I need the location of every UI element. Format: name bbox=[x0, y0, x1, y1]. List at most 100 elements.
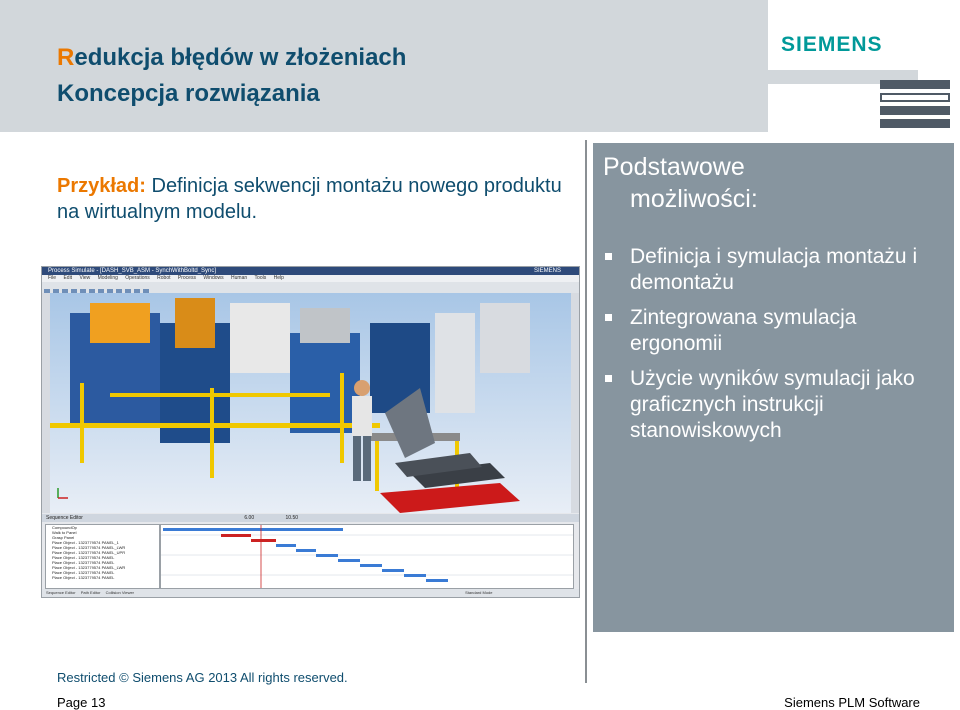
machine-block bbox=[480, 303, 530, 373]
gantt-bar bbox=[404, 574, 426, 577]
menu-item: Robot bbox=[157, 275, 171, 281]
list-item: Zintegrowana symulacja ergonomii bbox=[603, 305, 948, 357]
sequence-time-2: 10.50 bbox=[285, 515, 299, 521]
gantt-bar bbox=[382, 569, 404, 572]
gantt-bar bbox=[316, 554, 338, 557]
gantt-bar bbox=[276, 544, 296, 547]
bullet-square-icon bbox=[605, 314, 612, 321]
tree-item: Place Object - 1323779574 PANEL_LWR bbox=[52, 545, 126, 550]
safety-rail bbox=[80, 383, 84, 463]
toolbar-icon bbox=[89, 289, 95, 295]
bullet-text: Zintegrowana symulacja ergonomii bbox=[630, 306, 857, 355]
bullet-square-icon bbox=[605, 253, 612, 260]
gantt-bar bbox=[221, 534, 251, 537]
example-label: Przykład: bbox=[57, 175, 146, 197]
gantt-bar bbox=[163, 528, 343, 531]
gantt-chart bbox=[160, 524, 574, 589]
panel-heading: Podstawowe możliwości: bbox=[603, 151, 943, 215]
screenshot-window-title: Process Simulate - [DASH_SVB_ASM - Synch… bbox=[48, 268, 217, 274]
sequence-time-1: 6.00 bbox=[244, 515, 255, 521]
slide-subtitle: Koncepcja rozwiązania bbox=[57, 80, 320, 107]
tree-item: Place Object - 1323779574 PANEL bbox=[52, 555, 115, 560]
menu-item: Tools bbox=[254, 275, 267, 281]
toolbar-icon bbox=[107, 289, 113, 295]
gantt-bar bbox=[360, 564, 382, 567]
worker-head bbox=[354, 380, 370, 396]
slide-title-line1: Redukcja błędów w złożeniach bbox=[57, 44, 406, 72]
column-divider bbox=[585, 140, 587, 683]
table-leg bbox=[375, 441, 379, 491]
toolbar-icon bbox=[80, 289, 86, 295]
tree-item: Place Object - 1323779574 PANEL bbox=[52, 570, 115, 575]
software-screenshot: Process Simulate - [DASH_SVB_ASM - Synch… bbox=[41, 266, 580, 598]
gantt-bar bbox=[251, 539, 276, 542]
machine-block bbox=[90, 303, 150, 343]
toolbar-icon bbox=[116, 289, 122, 295]
copyright-notice: Restricted © Siemens AG 2013 All rights … bbox=[57, 670, 348, 685]
capabilities-list: Definicja i symulacja montażu i demontaż… bbox=[603, 244, 948, 453]
list-item: Definicja i symulacja montażu i demontaż… bbox=[603, 244, 948, 296]
worker-leg bbox=[353, 436, 361, 481]
machine-block bbox=[175, 298, 215, 348]
stripe bbox=[880, 119, 950, 128]
capabilities-panel bbox=[593, 143, 954, 632]
screenshot-left-toolbar bbox=[42, 293, 50, 513]
title-text: edukcja błędów w złożeniach bbox=[74, 44, 407, 71]
toolbar-icon bbox=[53, 289, 59, 295]
screenshot-titlebar: Process Simulate - [DASH_SVB_ASM - Synch… bbox=[42, 267, 579, 275]
sequence-tree: CompoundOp Walk to Panel Grasp Panel Pla… bbox=[45, 524, 160, 589]
machine-block bbox=[300, 308, 350, 343]
menu-item: Process bbox=[177, 275, 196, 281]
machine-block bbox=[290, 333, 360, 433]
toolbar-icon bbox=[125, 289, 131, 295]
tree-item: CompoundOp bbox=[52, 525, 77, 530]
menu-item: File bbox=[48, 275, 57, 281]
menu-item: View bbox=[79, 275, 91, 281]
company-name: Siemens PLM Software bbox=[784, 695, 920, 710]
worker-body bbox=[352, 396, 372, 436]
menu-item: Help bbox=[273, 275, 284, 281]
machine-block bbox=[435, 313, 475, 413]
status-tab: Path Editor bbox=[80, 590, 101, 595]
stripes-decoration bbox=[880, 80, 950, 132]
door-panel bbox=[385, 388, 435, 458]
gantt-bar bbox=[426, 579, 448, 582]
logo-box bbox=[768, 0, 920, 68]
toolbar-icon bbox=[143, 289, 149, 295]
list-item: Użycie wyników symulacji jako graficznyc… bbox=[603, 366, 948, 444]
safety-rail bbox=[110, 393, 330, 397]
example-text: Definicja sekwencji montażu nowego produ… bbox=[57, 175, 562, 223]
toolbar-icon bbox=[62, 289, 68, 295]
panel-heading-line1: Podstawowe bbox=[603, 153, 745, 181]
assembly-scene bbox=[50, 293, 571, 513]
stripe bbox=[880, 93, 950, 102]
toolbar-icon bbox=[98, 289, 104, 295]
bullet-square-icon bbox=[605, 375, 612, 382]
title-accent-letter: R bbox=[57, 44, 75, 71]
tree-item: Place Object - 1323779574 PANEL bbox=[52, 560, 115, 565]
bullet-text: Użycie wyników symulacji jako graficznyc… bbox=[630, 367, 915, 442]
safety-rail bbox=[340, 373, 344, 463]
menu-item: Windows bbox=[203, 275, 224, 281]
tree-item: Place Object - 1323779574 PANEL_LWR bbox=[52, 565, 126, 570]
worker-leg bbox=[363, 436, 371, 481]
tree-item: Place Object - 1323779574 PANEL bbox=[52, 575, 115, 580]
screenshot-menubar: File Edit View Modeling Operations Robot… bbox=[42, 275, 579, 282]
panel-part bbox=[395, 453, 482, 477]
panel-heading-line2: możliwości: bbox=[630, 185, 758, 213]
status-mode: Standard Mode bbox=[465, 590, 493, 595]
screenshot-right-toolbar bbox=[571, 293, 579, 513]
page-number: Page 13 bbox=[57, 695, 106, 710]
3d-viewport bbox=[50, 293, 571, 513]
menu-item: Human bbox=[231, 275, 248, 281]
toolbar-icon bbox=[134, 289, 140, 295]
safety-rail bbox=[50, 423, 380, 428]
safety-rail bbox=[210, 388, 214, 478]
stripe bbox=[880, 80, 950, 89]
tree-item: Grasp Panel bbox=[52, 535, 75, 540]
panel-part bbox=[410, 463, 505, 488]
status-tab: Sequence Editor bbox=[46, 590, 76, 595]
example-description: Przykład: Definicja sekwencji montażu no… bbox=[57, 173, 577, 225]
sequence-editor-label: Sequence Editor bbox=[46, 515, 83, 521]
gantt-bar bbox=[338, 559, 360, 562]
